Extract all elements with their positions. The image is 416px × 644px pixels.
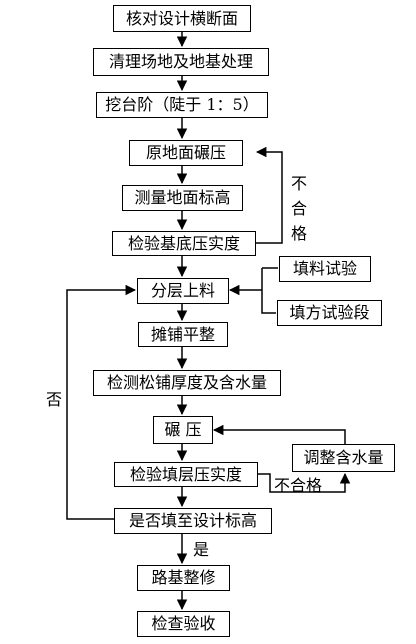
node-check-layer: 检验填层压实度 — [114, 462, 258, 487]
label-fail-char-1: 不 — [290, 174, 307, 193]
label-yes: 是 — [193, 540, 210, 559]
node-dig-steps: 挖台阶（陡于 1：5） — [96, 92, 268, 118]
node-spread-level: 摊铺平整 — [138, 322, 228, 347]
label-fail-char-3: 格 — [290, 223, 307, 243]
node-verify-section: 核对设计横断面 — [113, 5, 251, 32]
node-clear-site: 清理场地及地基处理 — [93, 48, 269, 76]
node-measure-elevation: 测量地面标高 — [122, 185, 243, 211]
label-fail-char-2: 合 — [290, 198, 307, 218]
branch-fill-section — [261, 290, 276, 314]
loop-not-reached — [66, 284, 137, 520]
node-adjust-water: 调整含水量 — [292, 444, 395, 472]
node-check-base: 检验基底压实度 — [112, 231, 256, 256]
label-fail-vertical: 不 合 格 — [290, 172, 308, 246]
loop-layer-fail — [258, 472, 351, 493]
node-fill-section-test: 填方试验段 — [277, 300, 382, 326]
loop-adjust-to-compact — [212, 424, 346, 444]
node-compact: 碾 压 — [153, 416, 213, 444]
node-reach-design: 是否填至设计标高 — [114, 508, 272, 534]
node-inspect: 检查验收 — [137, 611, 230, 637]
node-layer-fill: 分层上料 — [137, 278, 229, 304]
loop-base-fail — [255, 146, 283, 244]
node-check-loose: 检测松铺厚度及含水量 — [93, 370, 281, 396]
label-fail-horizontal: 不合格 — [274, 476, 323, 495]
node-finish-road: 路基整修 — [137, 565, 230, 591]
node-compact-ground: 原地面碾压 — [129, 140, 243, 166]
label-no: 否 — [46, 390, 63, 409]
node-fill-test: 填料试验 — [279, 256, 371, 282]
